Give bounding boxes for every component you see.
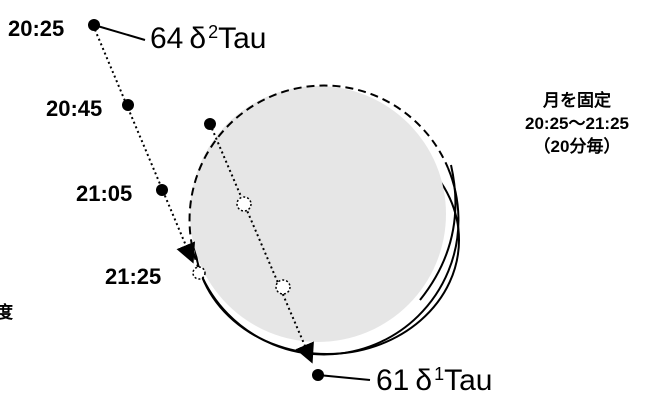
moon-crescent-limb xyxy=(419,164,457,301)
time-label-2125: 21:25 xyxy=(105,264,161,289)
time-label-2025: 20:25 xyxy=(8,16,64,41)
point-61-hidden-2 xyxy=(275,279,291,295)
moon-edge-dashed xyxy=(188,84,449,273)
note-line-2: 20:25〜21:25 xyxy=(525,114,629,133)
point-2045 xyxy=(122,99,134,111)
note-line-1: 月を固定 xyxy=(542,90,611,110)
time-label-2045: 20:45 xyxy=(46,96,102,121)
point-61-hidden-1 xyxy=(236,196,252,212)
edge-text: 度 xyxy=(0,302,14,322)
point-2125-occulted xyxy=(192,266,206,280)
time-label-2105: 21:05 xyxy=(76,181,132,206)
leader-64 xyxy=(93,24,146,41)
point-61-start xyxy=(204,118,216,130)
moon-edge-solid xyxy=(199,167,460,356)
point-2105 xyxy=(156,184,168,196)
track-64-delta2-tau xyxy=(92,24,196,264)
leader-61 xyxy=(317,374,371,381)
moon-disc xyxy=(190,86,446,342)
note-line-3: （20分毎） xyxy=(534,136,621,156)
